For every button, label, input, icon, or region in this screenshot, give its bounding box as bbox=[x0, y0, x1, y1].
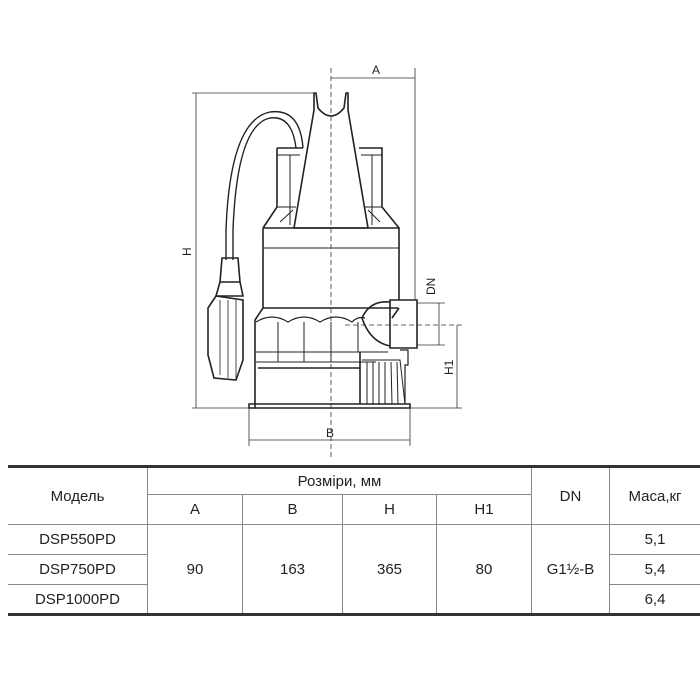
table-row: DSP550PD 90 163 365 80 G1½-B 5,1 bbox=[8, 524, 700, 616]
pump-outline bbox=[207, 92, 418, 409]
mass-cell: 5,1 bbox=[609, 524, 700, 555]
header-h1: H1 bbox=[436, 494, 532, 525]
dimension-label-h: H bbox=[180, 247, 194, 256]
value-h1: 80 bbox=[436, 524, 532, 616]
header-dimensions: Розміри, мм bbox=[147, 465, 532, 495]
dimension-label-a: A bbox=[372, 63, 380, 77]
spec-table: Модель Розміри, мм DN Маса,кг A B H H1 D… bbox=[8, 465, 700, 616]
header-dn: DN bbox=[531, 465, 610, 525]
model-cell: DSP750PD bbox=[8, 554, 148, 585]
header-model: Модель bbox=[8, 465, 148, 525]
header-b: B bbox=[242, 494, 343, 525]
model-cell: DSP1000PD bbox=[8, 584, 148, 616]
dimension-label-dn: DN bbox=[424, 278, 438, 295]
mass-cell: 5,4 bbox=[609, 554, 700, 585]
header-h: H bbox=[342, 494, 437, 525]
mass-cell: 6,4 bbox=[609, 584, 700, 616]
value-a: 90 bbox=[147, 524, 243, 616]
header-a: A bbox=[147, 494, 243, 525]
dimension-label-h1: H1 bbox=[442, 359, 456, 375]
dimension-label-b: B bbox=[326, 426, 334, 440]
value-dn: G1½-B bbox=[531, 524, 610, 616]
value-h: 365 bbox=[342, 524, 437, 616]
table-row: DSP1000PD 6,4 bbox=[8, 584, 700, 616]
value-b: 163 bbox=[242, 524, 343, 616]
model-cell: DSP550PD bbox=[8, 524, 148, 555]
header-mass: Маса,кг bbox=[609, 465, 700, 525]
dimension-lines bbox=[192, 68, 462, 460]
pump-dimension-drawing: A H B DN H1 bbox=[180, 63, 462, 460]
table-row: DSP750PD 5,4 bbox=[8, 554, 700, 585]
